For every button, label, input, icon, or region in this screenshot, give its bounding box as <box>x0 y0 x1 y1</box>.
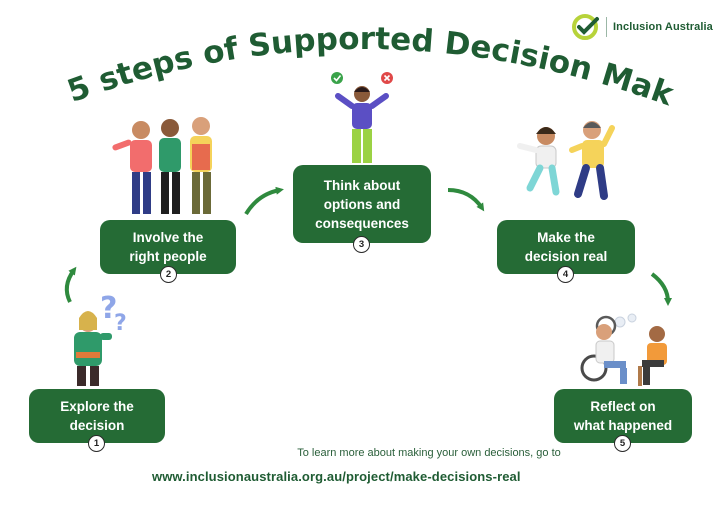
step-1-label: Explore the decision <box>60 399 134 433</box>
svg-text:?: ? <box>100 291 117 326</box>
conversation-figure <box>580 313 667 386</box>
inclusion-australia-logo-icon <box>572 14 599 40</box>
step-3-label: Think about options and consequences <box>315 177 409 231</box>
logo-divider <box>606 17 607 37</box>
step-1-number: 1 <box>88 435 105 452</box>
thinking-person-figure: ? ? <box>74 291 127 386</box>
step-5-label: Reflect on what happened <box>573 399 673 433</box>
step-5-box: Reflect on what happened <box>554 389 692 443</box>
step-4-number: 4 <box>557 266 574 283</box>
check-icon <box>331 72 343 84</box>
step-2-number: 2 <box>160 266 177 283</box>
step-3-box: Think about options and consequences <box>293 165 431 243</box>
step-3-number: 3 <box>353 236 370 253</box>
inclusion-australia-logo[interactable]: Inclusion Australia <box>572 14 713 40</box>
step-4-box: Make the decision real <box>497 220 635 274</box>
step-5-number: 5 <box>614 435 631 452</box>
step-2-box: Involve the right people <box>100 220 236 274</box>
svg-text:?: ? <box>114 311 127 336</box>
footer-note-text: To learn more about making your own deci… <box>297 447 561 459</box>
step-4-label: Make the decision real <box>524 230 608 264</box>
group-of-people-figure <box>112 117 212 214</box>
footer-note: To learn more about making your own deci… <box>0 447 720 459</box>
step-1-box: Explore the decision <box>29 389 165 443</box>
step-2-label: Involve the right people <box>129 230 207 264</box>
footer-link[interactable]: www.inclusionaustralia.org.au/project/ma… <box>152 469 521 484</box>
logo-text: Inclusion Australia <box>613 21 713 33</box>
weighing-options-figure <box>331 72 393 163</box>
celebrating-people-figure <box>517 121 615 200</box>
